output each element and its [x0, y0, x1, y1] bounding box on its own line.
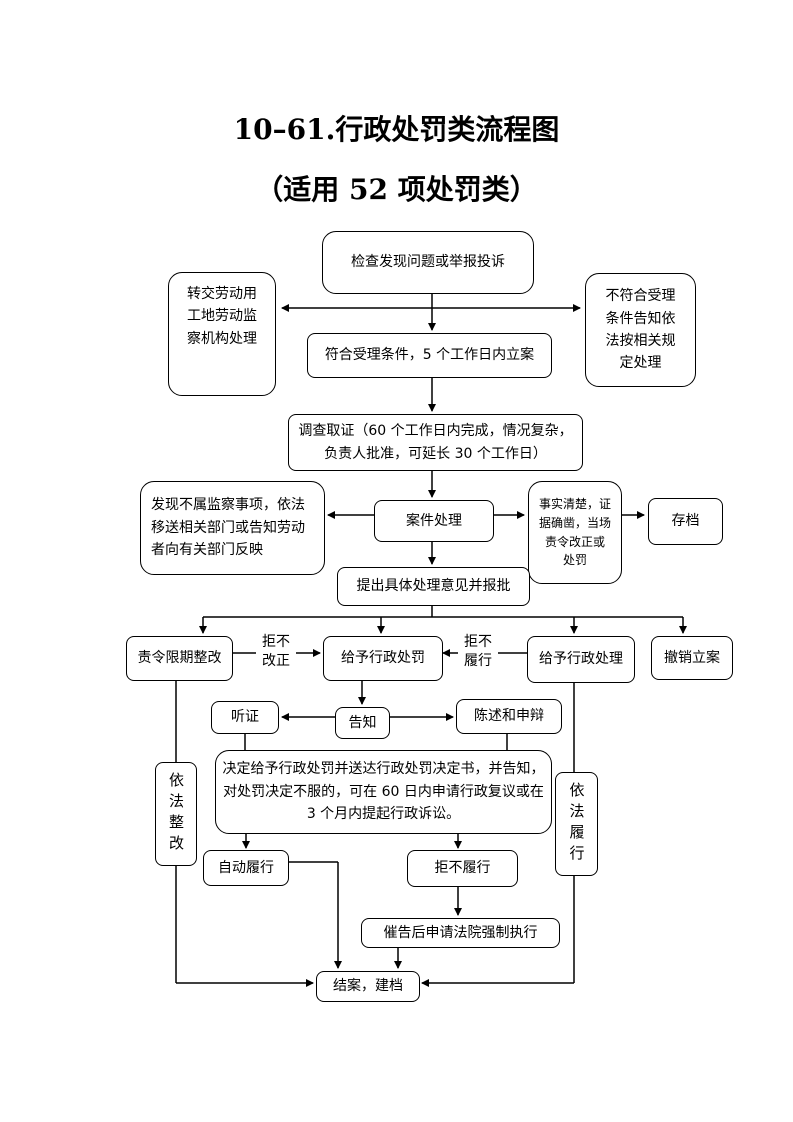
diagram-title: 10–61.行政处罚类流程图	[233, 113, 560, 146]
penalty-node: 给予行政处罚	[323, 636, 443, 681]
notinscope-node: 发现不属监察事项，依法 移送相关部门或告知劳动 者向有关部门反映	[140, 481, 325, 575]
perform-law-node: 依法履行	[555, 772, 598, 876]
opinion-node: 提出具体处理意见并报批	[337, 567, 530, 606]
transfer-node: 转交劳动用 工地劳动监 察机构处理	[168, 272, 276, 396]
refuse-perform-label: 拒不 履行	[458, 633, 498, 671]
hearing-node: 听证	[211, 701, 279, 734]
defense-node: 陈述和申辩	[456, 699, 562, 734]
inspect-node: 检查发现问题或举报投诉	[322, 231, 534, 294]
refuse-node: 拒不履行	[407, 850, 518, 887]
refuse-rectify-label: 拒不 改正	[256, 633, 296, 671]
archive-node: 存档	[648, 498, 723, 545]
facts-node: 事实清楚，证 据确凿，当场 责令改正或 处罚	[528, 481, 622, 584]
decision-node: 决定给予行政处罚并送达行政处罚决定书，并告知， 对处罚决定不服的，可在 60 日…	[215, 750, 552, 834]
diagram-subtitle: （适用 52 项处罚类）	[255, 173, 538, 206]
rectify-node: 责令限期整改	[126, 636, 233, 681]
rectify-law-node: 依法整改	[155, 762, 197, 866]
court-node: 催告后申请法院强制执行	[361, 918, 560, 948]
investigate-node: 调查取证（60 个工作日内完成，情况复杂， 负责人批准，可延长 30 个工作日）	[288, 414, 583, 471]
handle-node: 案件处理	[374, 500, 494, 542]
selfperform-node: 自动履行	[203, 850, 289, 886]
process-node: 给予行政处理	[527, 636, 635, 683]
accept-node: 符合受理条件，5 个工作日内立案	[307, 333, 552, 378]
close-node: 结案，建档	[316, 971, 420, 1002]
revoke-node: 撤销立案	[651, 636, 733, 680]
reject-node: 不符合受理 条件告知依 法按相关规 定处理	[585, 273, 696, 387]
notify-node: 告知	[335, 707, 390, 739]
